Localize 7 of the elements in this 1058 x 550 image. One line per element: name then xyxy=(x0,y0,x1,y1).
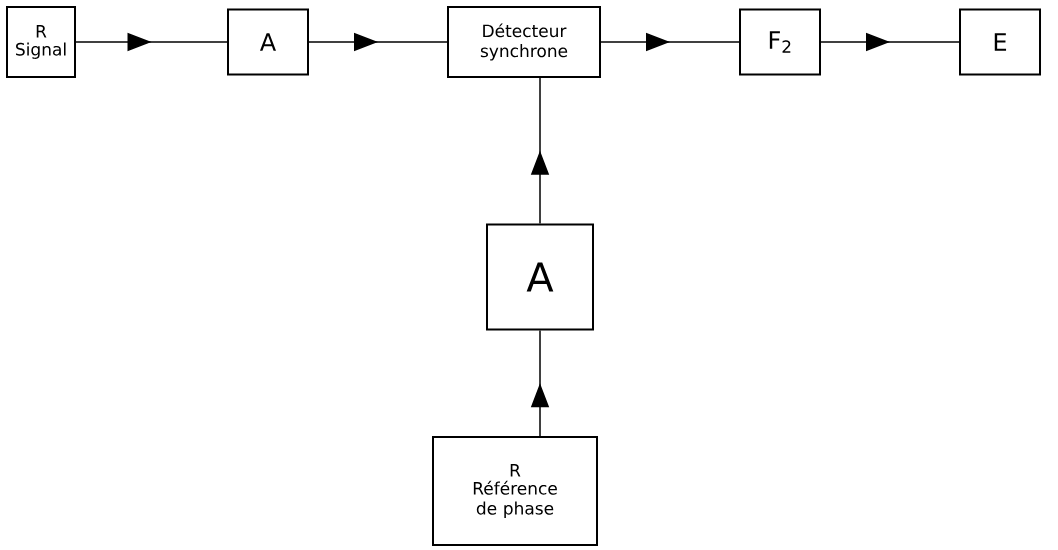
block-box: R Signal xyxy=(6,6,76,78)
block-box: A xyxy=(486,223,594,331)
block-box: Détecteur synchrone xyxy=(447,6,601,78)
block-box: E xyxy=(959,8,1041,76)
block-box: R Référence de phase xyxy=(432,436,598,546)
block-box: A xyxy=(227,8,309,76)
block-box: F$_{2}$ xyxy=(739,8,821,76)
